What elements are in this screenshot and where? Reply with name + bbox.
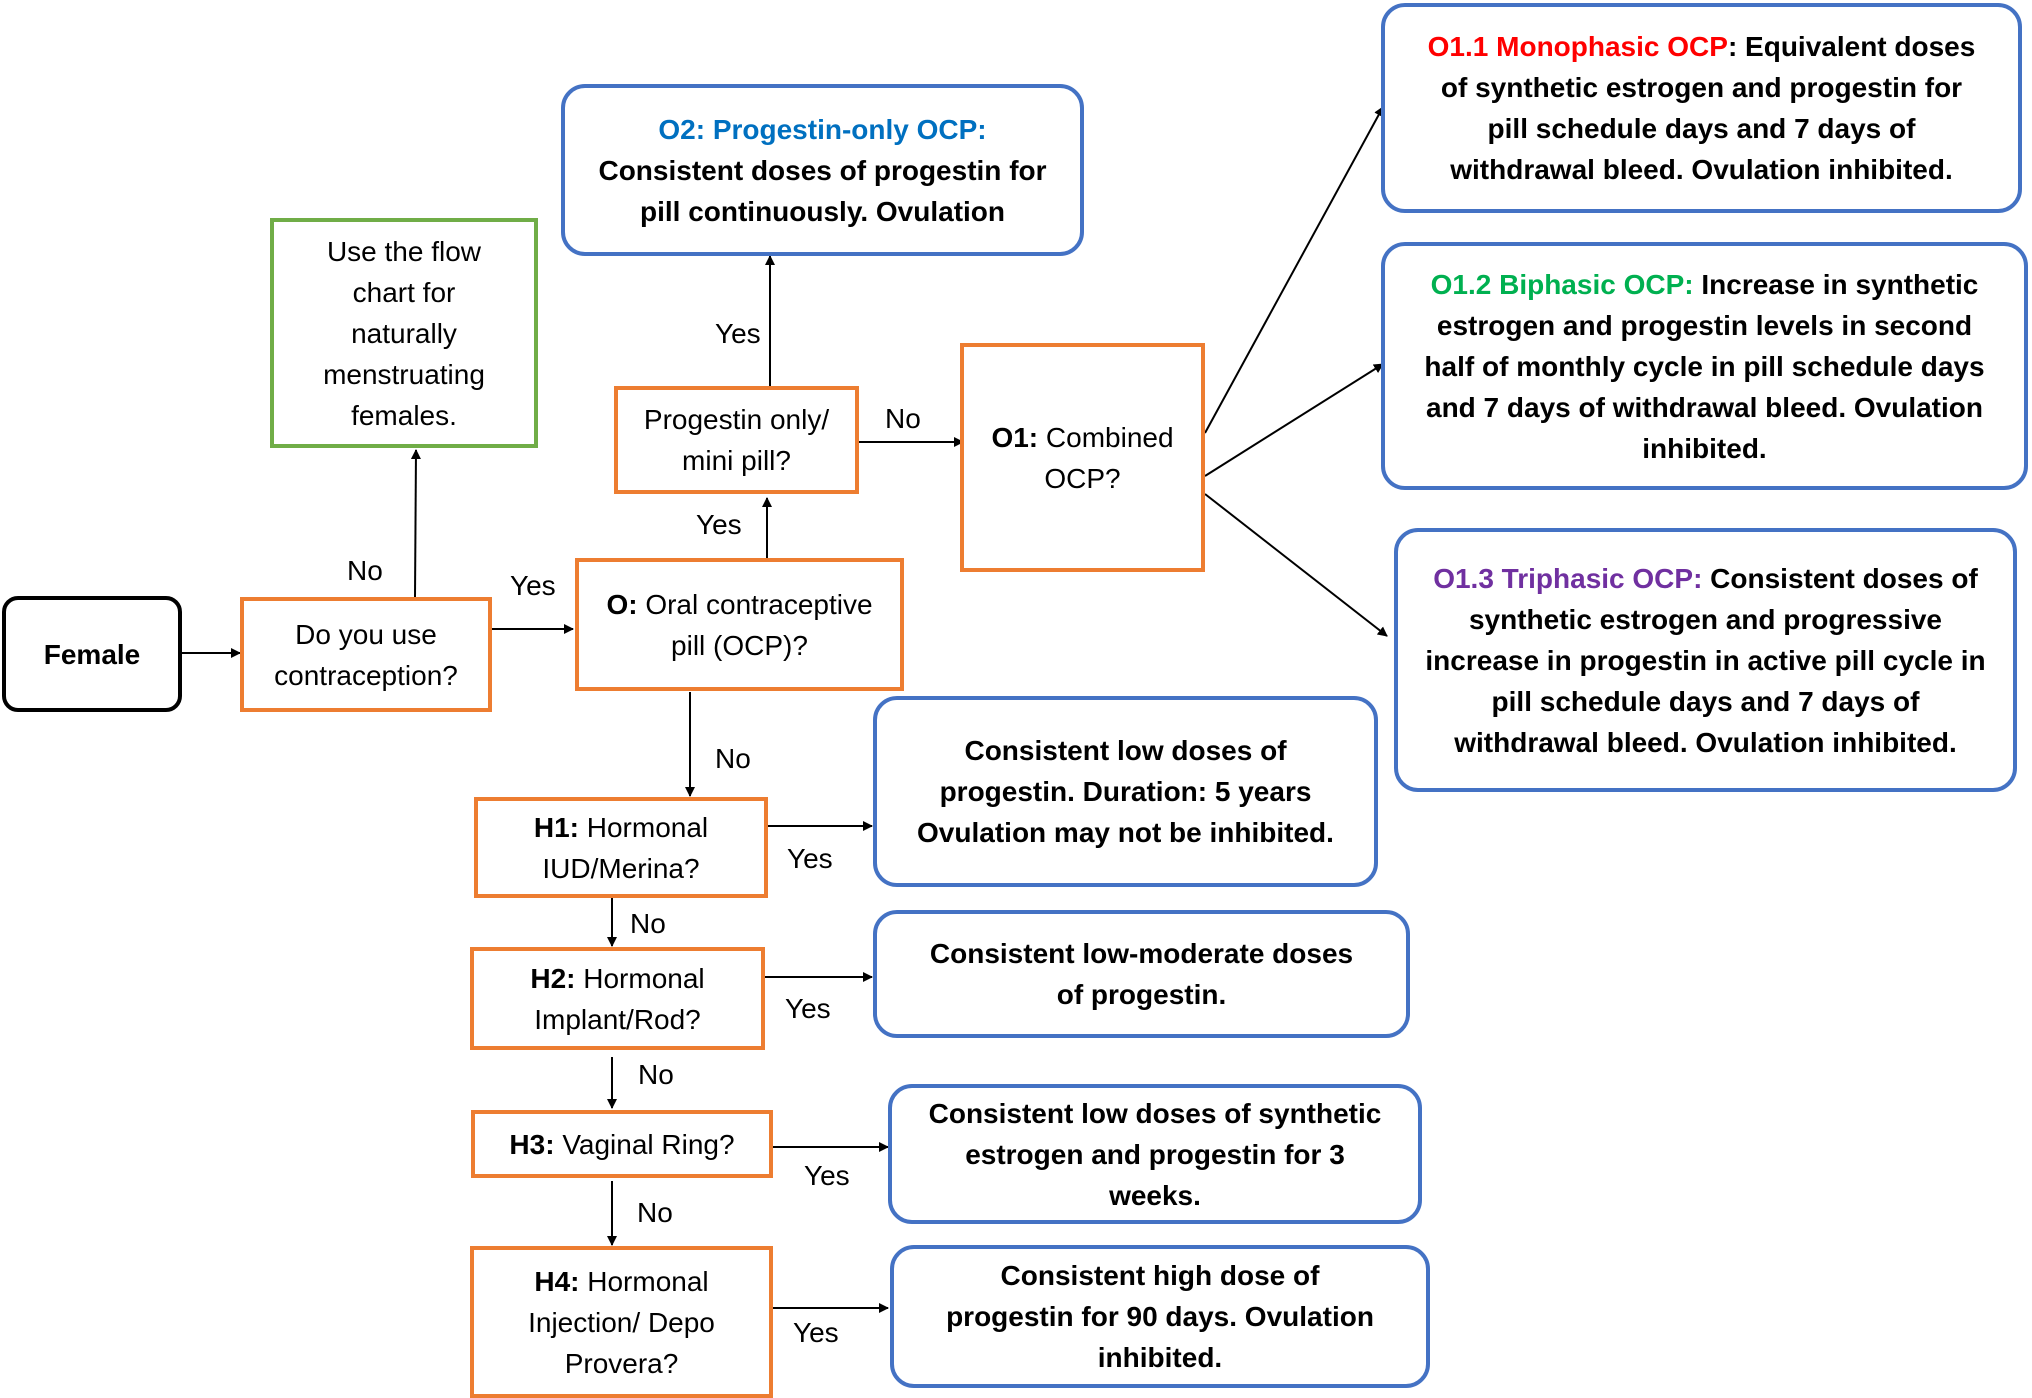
edge-label-contraception-no: No — [347, 555, 383, 586]
h4-result: Consistent high dose of progestin for 90… — [890, 1245, 1430, 1388]
o1-3-title: O1.3 Triphasic OCP: — [1433, 562, 1703, 594]
ocp-text: Oral contraceptive pill (OCP)? — [645, 588, 873, 661]
h1-result: Consistent low doses of progestin. Durat… — [873, 696, 1378, 887]
o1-3-triphasic-result: O1.3 Triphasic OCP: Consistent doses of … — [1394, 528, 2017, 792]
h2-text: Hormonal Implant/Rod? — [534, 962, 705, 1035]
edge-label-h1-no: No — [630, 908, 666, 939]
mini-pill-text: Progestin only/ mini pill? — [643, 404, 830, 476]
o1-2-title: O1.2 Biphasic OCP: — [1430, 268, 1694, 300]
h3-ring-question: H3: Vaginal Ring? — [471, 1110, 773, 1178]
h3-result-text: Consistent low doses of synthetic estrog… — [928, 1097, 1382, 1211]
arrow-o1-to-o1-1 — [1204, 106, 1384, 434]
o1-text: Combined OCP? — [1044, 421, 1174, 494]
h3-result: Consistent low doses of synthetic estrog… — [888, 1084, 1422, 1224]
o1-combined-question: O1: Combined OCP? — [960, 343, 1205, 572]
o2-title: O2: Progestin-only OCP: — [658, 113, 987, 145]
ocp-code: O: — [606, 588, 638, 620]
edge-label-ocp-yes: Yes — [696, 509, 742, 540]
edge-label-mini-yes: Yes — [715, 318, 761, 349]
female-node: Female — [2, 596, 182, 712]
h4-result-text: Consistent high dose of progestin for 90… — [946, 1260, 1374, 1373]
o1-2-biphasic-result: O1.2 Biphasic OCP: Increase in synthetic… — [1381, 242, 2028, 490]
h2-result: Consistent low-moderate doses of progest… — [873, 910, 1410, 1038]
ocp-question: O: Oral contraceptive pill (OCP)? — [575, 558, 904, 691]
edge-label-h2-no: No — [638, 1059, 674, 1090]
h1-result-text: Consistent low doses of progestin. Durat… — [917, 735, 1334, 848]
h4-injection-question: H4: Hormonal Injection/ Depo Provera? — [470, 1246, 773, 1398]
naturally-menstruating-text: Use the flow chart for naturally menstru… — [323, 235, 485, 431]
female-label: Female — [43, 638, 141, 670]
o1-code: O1: — [991, 421, 1039, 453]
o2-text: Consistent doses of progestin for pill c… — [598, 154, 1047, 227]
h3-code: H3: — [509, 1128, 555, 1160]
o1-2-text: Increase in synthetic estrogen and proge… — [1424, 268, 1985, 464]
edge-label-h3-no: No — [637, 1197, 673, 1228]
h1-code: H1: — [533, 811, 579, 843]
h1-iud-question: H1: Hormonal IUD/Merina? — [474, 797, 768, 898]
h3-text: Vaginal Ring? — [562, 1128, 735, 1160]
h2-implant-question: H2: Hormonal Implant/Rod? — [470, 947, 765, 1050]
h2-code: H2: — [530, 962, 576, 994]
edge-label-h1-yes: Yes — [787, 843, 833, 874]
naturally-menstruating-note: Use the flow chart for naturally menstru… — [270, 218, 538, 448]
edge-label-h2-yes: Yes — [785, 993, 831, 1024]
h1-text: Hormonal IUD/Merina? — [542, 811, 709, 884]
contraception-question: Do you use contraception? — [240, 597, 492, 712]
o1-1-monophasic-result: O1.1 Monophasic OCP: Equivalent doses of… — [1381, 3, 2022, 213]
arrow-contraception-to-natural — [410, 449, 421, 598]
contraception-question-text: Do you use contraception? — [274, 618, 458, 691]
edge-label-contraception-yes: Yes — [510, 570, 556, 601]
edge-label-mini-no: No — [885, 403, 921, 434]
edge-label-ocp-no: No — [715, 743, 751, 774]
h4-text: Hormonal Injection/ Depo Provera? — [528, 1265, 715, 1379]
o1-1-title: O1.1 Monophasic OCP — [1427, 31, 1728, 62]
h4-code: H4: — [534, 1265, 580, 1297]
o1-3-text: Consistent doses of synthetic estrogen a… — [1425, 562, 1986, 758]
edge-label-h3-yes: Yes — [804, 1160, 850, 1191]
h2-result-text: Consistent low-moderate doses of progest… — [929, 938, 1354, 1010]
arrow-o1-to-o1-3 — [1204, 493, 1388, 637]
edge-label-h4-yes: Yes — [793, 1317, 839, 1348]
arrow-o1-to-o1-2 — [1204, 363, 1384, 477]
mini-pill-question: Progestin only/ mini pill? — [614, 386, 859, 494]
o2-progestin-only-result: O2: Progestin-only OCP: Consistent doses … — [561, 84, 1084, 256]
o1-1-text: : Equivalent doses of synthetic estrogen… — [1440, 31, 1976, 185]
